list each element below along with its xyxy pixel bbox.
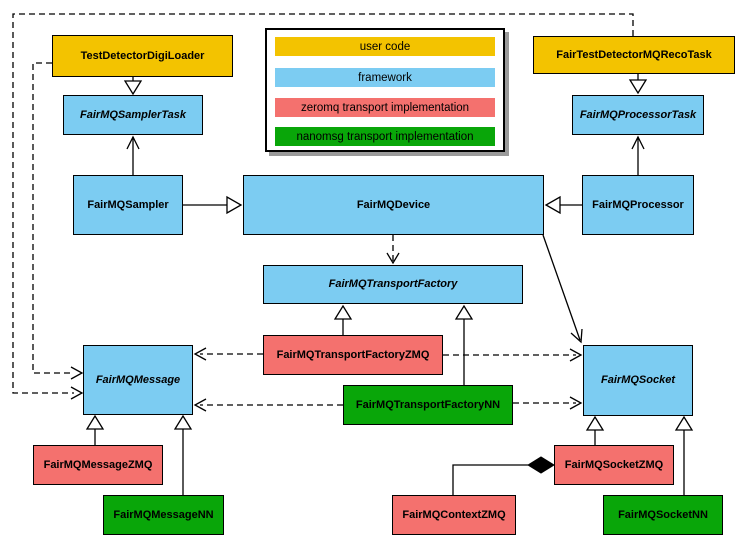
edge-processor-processortask-association [631,135,645,175]
node-fairmqtransportfactory: FairMQTransportFactory [263,265,523,304]
edge-socketnn-socket-inheritance [674,415,694,495]
edge-device-socket-association [542,234,583,344]
edge-device-transportfactory-dependency [386,235,400,265]
edge-tfzmq-socket-dependency [443,348,583,362]
edge-digiloader-samplertask-inheritance [123,77,143,96]
node-fairmqmessagezmq: FairMQMessageZMQ [33,445,163,485]
edge-tfnn-message-dependency [193,398,343,412]
node-fairmqprocessor: FairMQProcessor [582,175,694,235]
node-fairmqcontextzmq: FairMQContextZMQ [392,495,516,535]
legend-item-zeromq: zeromq transport implementation [275,98,495,117]
node-fairmqsocketnn: FairMQSocketNN [603,495,723,535]
node-fairmqsamplertask: FairMQSamplerTask [63,95,203,135]
edge-tfnn-transportfactory-inheritance [454,304,474,385]
edge-socketzmq-socket-inheritance [585,415,605,445]
legend-item-framework: framework [275,68,495,87]
node-fairmqmessage: FairMQMessage [83,345,193,415]
node-fairmqdevice: FairMQDevice [243,175,544,235]
legend-item-nanomsg: nanomsg transport implementation [275,127,495,146]
node-fairmqtransportfactoryzmq: FairMQTransportFactoryZMQ [263,335,443,375]
edge-contextzmq-socketzmq-composition [452,456,555,495]
node-testdetectordigiloader: TestDetectorDigiLoader [52,35,233,77]
edge-processor-device-inheritance [544,195,582,215]
node-fairmqprocessortask: FairMQProcessorTask [572,95,704,135]
node-fairmqsocketzmq: FairMQSocketZMQ [554,445,674,485]
edge-sampler-device-inheritance [183,195,243,215]
node-fairmqsampler: FairMQSampler [73,175,183,235]
node-fairtestdetectormqrecotask: FairTestDetectorMQRecoTask [533,36,735,74]
node-fairmqsocket: FairMQSocket [583,345,693,416]
edge-recotask-processortask-inheritance [628,74,648,95]
edge-tfzmq-message-dependency [193,347,263,361]
node-fairmqtransportfactorynn: FairMQTransportFactoryNN [343,385,513,425]
edge-tfnn-socket-dependency [513,396,583,410]
legend-item-user-code: user code [275,37,495,56]
legend: user code framework zeromq transport imp… [265,28,505,152]
edge-sampler-samplertask-association [126,135,140,175]
edge-tfzmq-transportfactory-inheritance [333,304,353,335]
node-fairmqmessagenn: FairMQMessageNN [103,495,224,535]
edge-messagenn-message-inheritance [173,414,193,495]
edge-messagezmq-message-inheritance [85,414,105,445]
